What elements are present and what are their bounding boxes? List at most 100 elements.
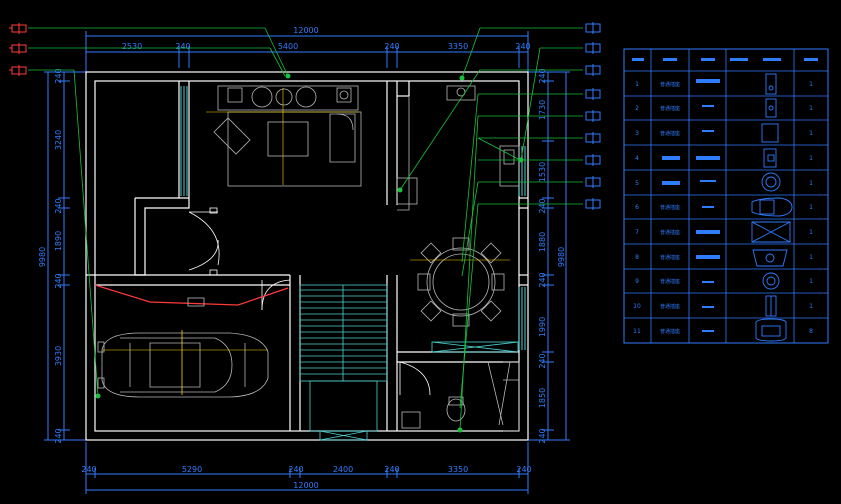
socket-icon [9, 65, 27, 76]
legend-symbol-icon [765, 295, 777, 317]
bottom-segment-1: 240 [81, 465, 96, 474]
socket-icon [585, 88, 601, 100]
legend-row-10-count: 1 [809, 303, 813, 310]
legend-symbol-icon [751, 221, 791, 243]
leader-arrow-markers [95, 73, 524, 433]
garage [94, 284, 289, 398]
legend-row-6-no: 6 [635, 204, 639, 211]
legend-row-9-count: 1 [809, 278, 813, 285]
legend-row-3-desc: 普通插座 [660, 130, 680, 137]
socket-icon [585, 22, 601, 34]
dining-table [410, 237, 510, 327]
legend-row-11-no: 11 [633, 328, 641, 335]
legend-row-9-no: 9 [635, 278, 639, 285]
top-segment-3: 5400 [278, 42, 298, 51]
right-segment-7: 1990 [538, 317, 547, 337]
legend-row-4-count: 1 [809, 155, 813, 162]
socket-icon [585, 154, 601, 166]
legend-row-8-desc: 普通插座 [660, 254, 680, 261]
bottom-segment-2: 5290 [182, 465, 202, 474]
legend-row-10-desc: 普通插座 [660, 303, 680, 310]
annotation-leader-lines [28, 27, 583, 431]
socket-icon [585, 42, 601, 54]
bottom-segment-6: 3350 [448, 465, 468, 474]
legend-row-8-count: 1 [809, 254, 813, 261]
bottom-total-dimension: 12000 [293, 481, 318, 490]
socket-icon [9, 23, 27, 34]
right-segment-1: 240 [538, 68, 547, 83]
legend-symbol-icon [751, 197, 793, 217]
socket-icon [585, 64, 601, 76]
left-segment-3: 240 [54, 198, 63, 213]
legend-row-7-no: 7 [635, 229, 639, 236]
legend-row-8-no: 8 [635, 254, 639, 261]
socket-icon [585, 110, 601, 122]
left-segment-5: 240 [54, 273, 63, 288]
legend-row-6-desc: 普通插座 [660, 204, 680, 211]
legend-row-2-no: 2 [635, 105, 639, 112]
car-icon [97, 332, 269, 398]
legend-symbol-icon [761, 123, 779, 143]
living-room-furniture [206, 85, 362, 187]
top-segment-4: 240 [384, 42, 399, 51]
socket-icon [585, 132, 601, 144]
legend-row-9-desc: 普通插座 [660, 278, 680, 285]
top-segment-6: 240 [515, 42, 530, 51]
socket-symbols-right [585, 22, 601, 210]
legend-row-2-desc: 普通插座 [660, 105, 680, 112]
legend-row-4-no: 4 [635, 155, 639, 162]
left-segment-6: 3930 [54, 346, 63, 366]
socket-symbols [9, 23, 27, 76]
left-total-dimension: 9980 [38, 247, 47, 267]
left-segment-4: 1890 [54, 231, 63, 251]
bottom-segment-5: 240 [384, 465, 399, 474]
socket-icon [585, 198, 601, 210]
left-segment-1: 240 [54, 68, 63, 83]
legend-row-5-count: 1 [809, 180, 813, 187]
top-segment-5: 3350 [448, 42, 468, 51]
legend-row-3-no: 3 [635, 130, 639, 137]
right-segment-3: 1530 [538, 162, 547, 182]
legend-row-1-no: 1 [635, 81, 639, 88]
right-segment-10: 240 [538, 428, 547, 443]
right-segment-9: 1850 [538, 388, 547, 408]
right-total-dimension: 9980 [557, 247, 566, 267]
right-segment-6: 240 [538, 272, 547, 287]
legend-row-7-desc: 普通插座 [660, 229, 680, 236]
right-segment-5: 1880 [538, 232, 547, 252]
legend-symbol-icon [752, 249, 788, 267]
staircase [299, 284, 519, 441]
top-segment-1: 2530 [122, 42, 142, 51]
legend-row-2-count: 1 [809, 105, 813, 112]
legend-row-5-no: 5 [635, 180, 639, 187]
right-segment-4: 240 [538, 198, 547, 213]
legend-row-3-count: 1 [809, 130, 813, 137]
kitchen-fixtures [396, 85, 520, 432]
doors [188, 207, 431, 396]
top-total-dimension: 12000 [293, 26, 318, 35]
legend-symbol-icon [765, 98, 777, 118]
bottom-segment-3: 240 [288, 465, 303, 474]
legend-symbol-icon [761, 172, 781, 192]
legend-symbol-icon [762, 272, 780, 290]
dimension-lines [44, 31, 570, 494]
left-segment-7: 240 [54, 428, 63, 443]
right-segment-8: 240 [538, 353, 547, 368]
legend-symbol-icon [765, 73, 777, 95]
top-segment-2: 240 [175, 42, 190, 51]
legend-table: 1 2 3 4 5 6 7 8 9 10 11 普通插座 普通插座 普通插座 普… [623, 48, 829, 344]
legend-symbol-icon [755, 318, 787, 342]
right-segment-2: 1730 [538, 100, 547, 120]
socket-icon [585, 176, 601, 188]
legend-row-7-count: 1 [809, 229, 813, 236]
bottom-segment-4: 2400 [333, 465, 353, 474]
left-segment-2: 3240 [54, 130, 63, 150]
legend-row-11-desc: 普通插座 [660, 328, 680, 335]
legend-row-1-desc: 普通插座 [660, 81, 680, 88]
legend-row-11-count: 8 [809, 328, 813, 335]
legend-row-1-count: 1 [809, 81, 813, 88]
legend-symbol-icon [763, 148, 777, 168]
legend-row-6-count: 1 [809, 204, 813, 211]
